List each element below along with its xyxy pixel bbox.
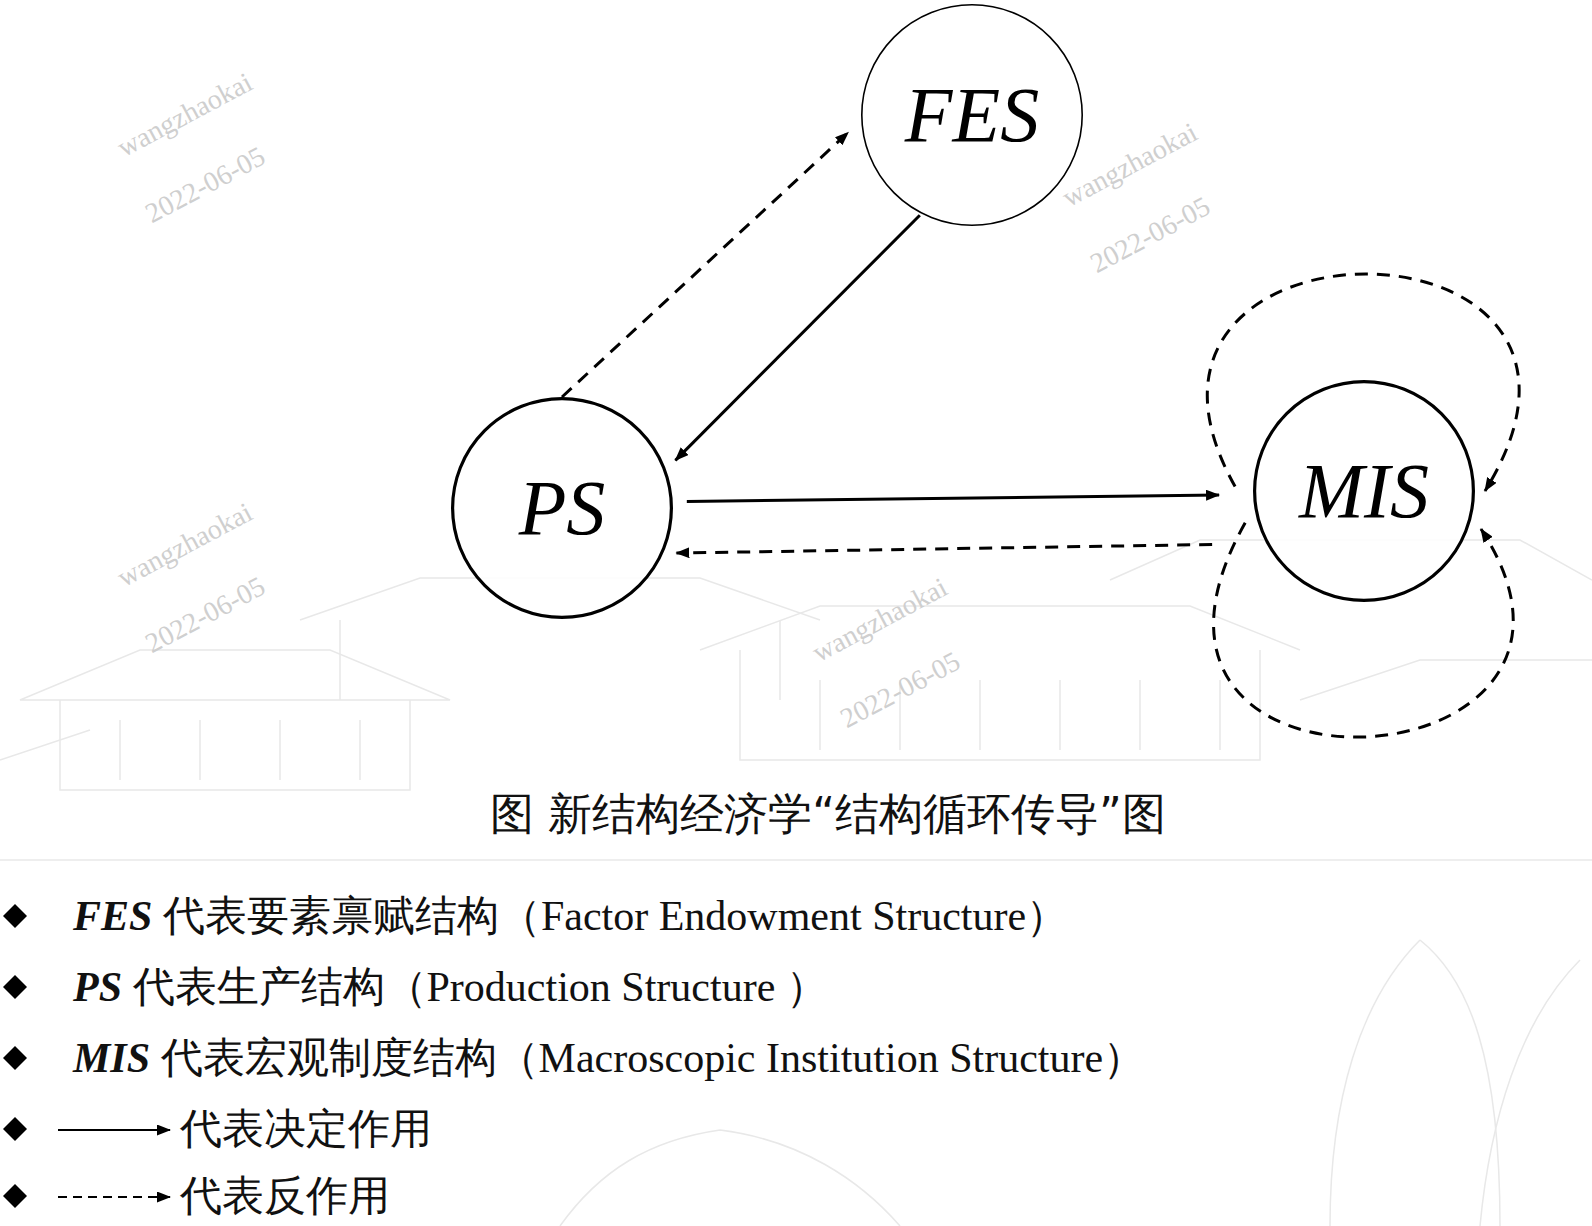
- connector: [675, 215, 919, 460]
- ground-line: [0, 859, 1592, 861]
- legend-row: MIS 代表宏观制度结构（Macroscopic Institution Str…: [0, 1032, 1592, 1084]
- circle-border: [862, 5, 1082, 225]
- node-label: MIS: [1299, 452, 1429, 530]
- legend-abbreviation: FES: [73, 893, 152, 939]
- structure-circle: FES: [861, 4, 1083, 226]
- wall: [340, 620, 780, 700]
- tree: [1480, 960, 1580, 1226]
- wall: [60, 700, 410, 790]
- figure-caption: 图 新结构经济学“结构循环传导”图: [490, 788, 1166, 841]
- connector: [676, 544, 1212, 553]
- tree: [1330, 940, 1500, 1226]
- legend-text: MIS 代表宏观制度结构（Macroscopic Institution Str…: [73, 1032, 1145, 1084]
- column: [120, 720, 360, 780]
- bullet-diamond: [0, 1170, 30, 1222]
- legend-description: 代表宏观制度结构（Macroscopic Institution Structu…: [150, 1035, 1145, 1081]
- tree: [560, 1130, 900, 1226]
- legend-text: 代表反作用: [180, 1170, 390, 1222]
- watermark: 2022-06-05: [1086, 192, 1215, 278]
- watermark: wangzhaokai: [113, 68, 257, 162]
- legend-text: PS 代表生产结构（Production Structure ）: [73, 961, 828, 1013]
- legend-row: 代表反作用: [0, 1170, 1592, 1222]
- bullet-diamond-shape: [3, 1117, 27, 1141]
- connector: [687, 495, 1219, 501]
- circle-border: [1255, 382, 1474, 601]
- structure-circle: MIS: [1253, 380, 1475, 602]
- watermark: 2022-06-05: [141, 142, 270, 228]
- legend-abbreviation: MIS: [73, 1035, 150, 1081]
- watermark: wangzhaokai: [808, 573, 952, 667]
- roof: [20, 650, 450, 700]
- legend-text: 代表决定作用: [180, 1103, 432, 1155]
- watermark: wangzhaokai: [113, 498, 257, 592]
- node-label: PS: [519, 469, 606, 547]
- watermark: 2022-06-05: [141, 572, 270, 658]
- legend-abbreviation: PS: [73, 964, 122, 1010]
- legend-arrow-sample: [50, 1170, 180, 1222]
- circle-border: [453, 399, 672, 618]
- node-label: FES: [905, 76, 1039, 154]
- legend-row: PS 代表生产结构（Production Structure ）: [0, 961, 1592, 1013]
- bullet-diamond: [0, 890, 30, 942]
- roof: [700, 606, 1300, 650]
- legend-row: 代表决定作用: [0, 1103, 1592, 1155]
- watermark: 2022-06-05: [836, 647, 965, 733]
- legend-text: FES 代表要素禀赋结构（Factor Endowment Structure）: [73, 890, 1068, 942]
- legend-description: 代表生产结构（Production Structure ）: [122, 964, 828, 1010]
- connector: [562, 132, 848, 397]
- bullet-diamond-shape: [3, 975, 27, 999]
- structure-circle: PS: [451, 397, 673, 619]
- bullet-diamond: [0, 1032, 30, 1084]
- wall: [740, 650, 1260, 760]
- legend-arrow-line: [58, 1196, 170, 1198]
- bullet-diamond-shape: [3, 1046, 27, 1070]
- bullet-diamond-shape: [3, 904, 27, 928]
- roof: [0, 660, 1592, 760]
- legend-row: FES 代表要素禀赋结构（Factor Endowment Structure）: [0, 890, 1592, 942]
- legend-arrow-line: [58, 1129, 170, 1131]
- bullet-diamond: [0, 1103, 30, 1155]
- legend-arrow-sample: [50, 1103, 180, 1155]
- legend-description: 代表要素禀赋结构（Factor Endowment Structure）: [152, 893, 1068, 939]
- building-sketch: [0, 540, 1592, 1226]
- bullet-diamond-shape: [3, 1184, 27, 1208]
- bullet-diamond: [0, 961, 30, 1013]
